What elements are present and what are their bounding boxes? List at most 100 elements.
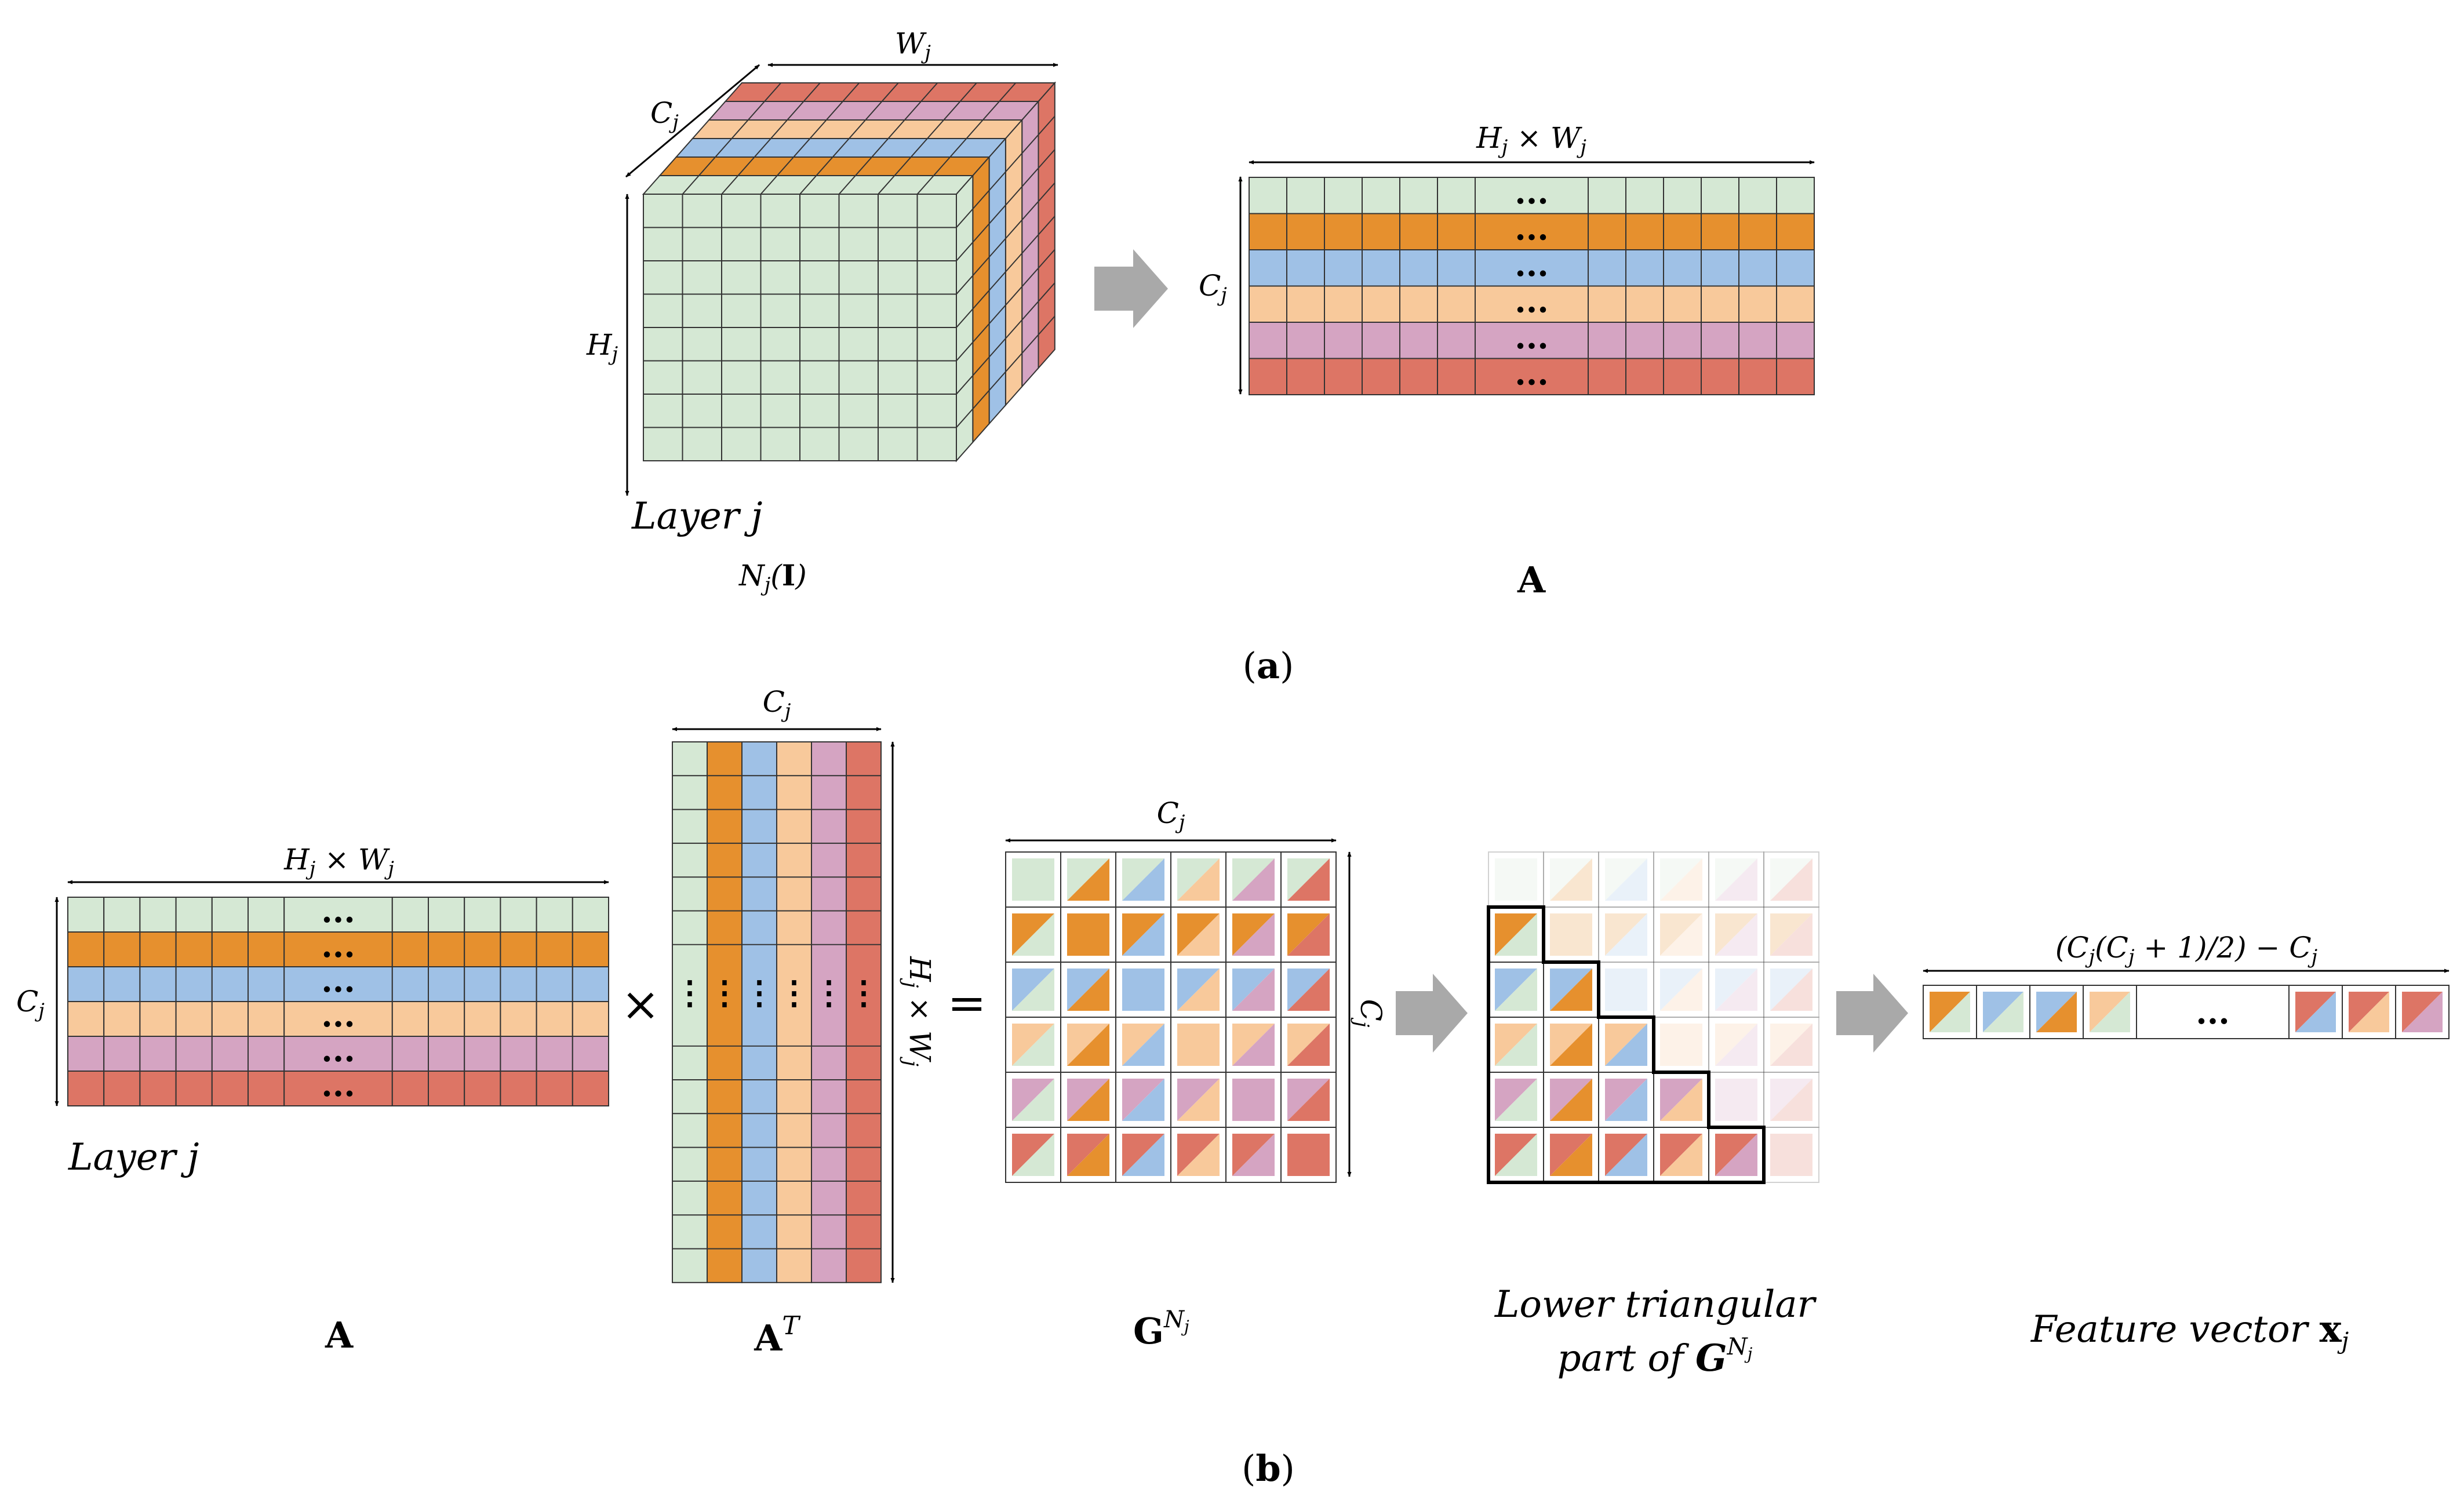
gram-cell (1005, 906, 1061, 963)
at-ellipsis-band (743, 945, 776, 1046)
lower-cell-frame (1488, 851, 1544, 908)
a-matrix-cell (1286, 322, 1325, 359)
gram-cell (1170, 1072, 1226, 1128)
b-matrix-cell (391, 1071, 429, 1106)
cube-front-cell (916, 194, 957, 228)
gram-lower-triangle (1287, 969, 1330, 1011)
cube-top-grid-1 (933, 156, 951, 176)
a-matrix-ellipsis-cell (1475, 249, 1589, 287)
b-matrix-cell (211, 931, 249, 967)
gram-lower-triangle (1012, 1134, 1054, 1176)
cube-right-grid-5 (1038, 216, 1056, 235)
cube-front-cell (682, 427, 722, 461)
cube-right-grid-2 (988, 304, 1006, 325)
cube-front-cell (682, 394, 722, 428)
a-matrix-row-4: ... (1249, 318, 1815, 359)
cube-top-grid-4 (943, 101, 961, 121)
gram-lower-triangle (1122, 913, 1164, 956)
cube-front-cell (838, 360, 879, 395)
b-matrix-cell (536, 1071, 573, 1106)
b-matrix-cell (572, 1036, 609, 1072)
gram-lower-triangle (1012, 1024, 1054, 1066)
b-matrix-cell (103, 1071, 141, 1106)
gram-lower-triangle (1232, 913, 1275, 956)
gram-cell (1225, 851, 1282, 908)
cube-right-grid-4 (1021, 168, 1039, 187)
lower-lower-triangle (1550, 1024, 1592, 1066)
a-matrix-cell (1399, 177, 1438, 214)
lower-cell-frame (1598, 962, 1654, 1018)
gram-cell (1060, 906, 1116, 963)
lower-diag-square (1605, 969, 1647, 1011)
a-matrix-cell (1362, 177, 1400, 214)
lower-cell-frame (1763, 1017, 1819, 1073)
a-matrix-cell (1588, 285, 1626, 323)
cube-front-cell (799, 360, 840, 395)
cube-right-grid-3 (1005, 352, 1022, 373)
lower-cell-frame (1763, 851, 1819, 908)
gram-diag-square (1177, 1024, 1220, 1066)
a-matrix-cell (1324, 285, 1363, 323)
cube-front-cell (878, 260, 918, 295)
gram-lower-triangle (1122, 1079, 1164, 1121)
cube-front-cell (916, 260, 957, 295)
cube-height-label: Hj (586, 328, 618, 366)
gram-lower-triangle (1177, 913, 1220, 956)
cube-front-cell (682, 327, 722, 362)
extract-arrow (1396, 974, 1468, 1053)
lower-cell (1488, 851, 1544, 908)
at-ellipsis-band (777, 945, 811, 1046)
cube-front-cell (760, 227, 800, 261)
cube-front-cell (878, 327, 918, 362)
cube-right-grid-2 (988, 238, 1006, 258)
gram-cell (1005, 851, 1061, 908)
a-matrix-cell (1701, 285, 1739, 323)
cube-right-grid-4 (1021, 267, 1039, 287)
gram-cell (1280, 851, 1337, 908)
cube-top-face-5 (724, 82, 1057, 102)
equals-symbol: = (947, 976, 986, 1030)
gram-cell (1280, 962, 1337, 1018)
cube-front-cell (838, 394, 879, 428)
gram-width-label: Cj (1157, 796, 1185, 834)
b-matrix-cell (464, 1071, 501, 1106)
cube-right-grid-4 (1021, 334, 1039, 354)
cube-right-grid-5 (1038, 182, 1056, 202)
a-matrix-cell (1362, 322, 1400, 359)
at-name: AT (754, 1311, 801, 1359)
cube-front-cell (916, 394, 957, 428)
panel-b-caption: (b) (1242, 1447, 1295, 1490)
lower-lower-triangle (1770, 969, 1812, 1011)
cube-right-grid-0 (956, 408, 974, 428)
a-matrix-cell (1776, 177, 1815, 214)
lower-cell (1708, 962, 1764, 1018)
cube-top-grid-5 (959, 82, 977, 102)
lower-cell (1543, 851, 1599, 908)
cube-front-cell (916, 293, 957, 328)
lower-upper-triangle (1770, 858, 1812, 901)
b-matrix-cell (175, 931, 213, 967)
a-matrix-cell (1701, 249, 1739, 287)
a-matrix-cell (1588, 249, 1626, 287)
cube-top-grid-2 (832, 138, 850, 158)
cube-right-grid-1 (972, 190, 990, 210)
vector-ellipsis-cell (2136, 985, 2290, 1039)
cube-right-face-4 (1021, 100, 1039, 388)
b-matrix-cell (572, 897, 609, 933)
vector-cell (1923, 985, 1977, 1039)
matrix-a-name: A (1517, 559, 1546, 601)
b-matrix-cell (572, 1071, 609, 1106)
gram-cell (1005, 962, 1061, 1018)
a-matrix-cell (1738, 322, 1777, 359)
a-matrix-cell (1738, 249, 1777, 287)
cube-top-face-2 (675, 138, 1007, 158)
vector-ellipsis: ... (2196, 993, 2230, 1032)
gram-cell (1170, 851, 1226, 908)
cube-front-cell (878, 293, 918, 328)
b-matrix-cell (139, 1071, 177, 1106)
vector-lower-triangle (1983, 992, 2023, 1032)
cube-front-cell (643, 327, 683, 362)
b-matrix-cell (248, 966, 285, 1002)
lower-cell (1543, 1127, 1599, 1183)
cube-front-cell (799, 427, 840, 461)
